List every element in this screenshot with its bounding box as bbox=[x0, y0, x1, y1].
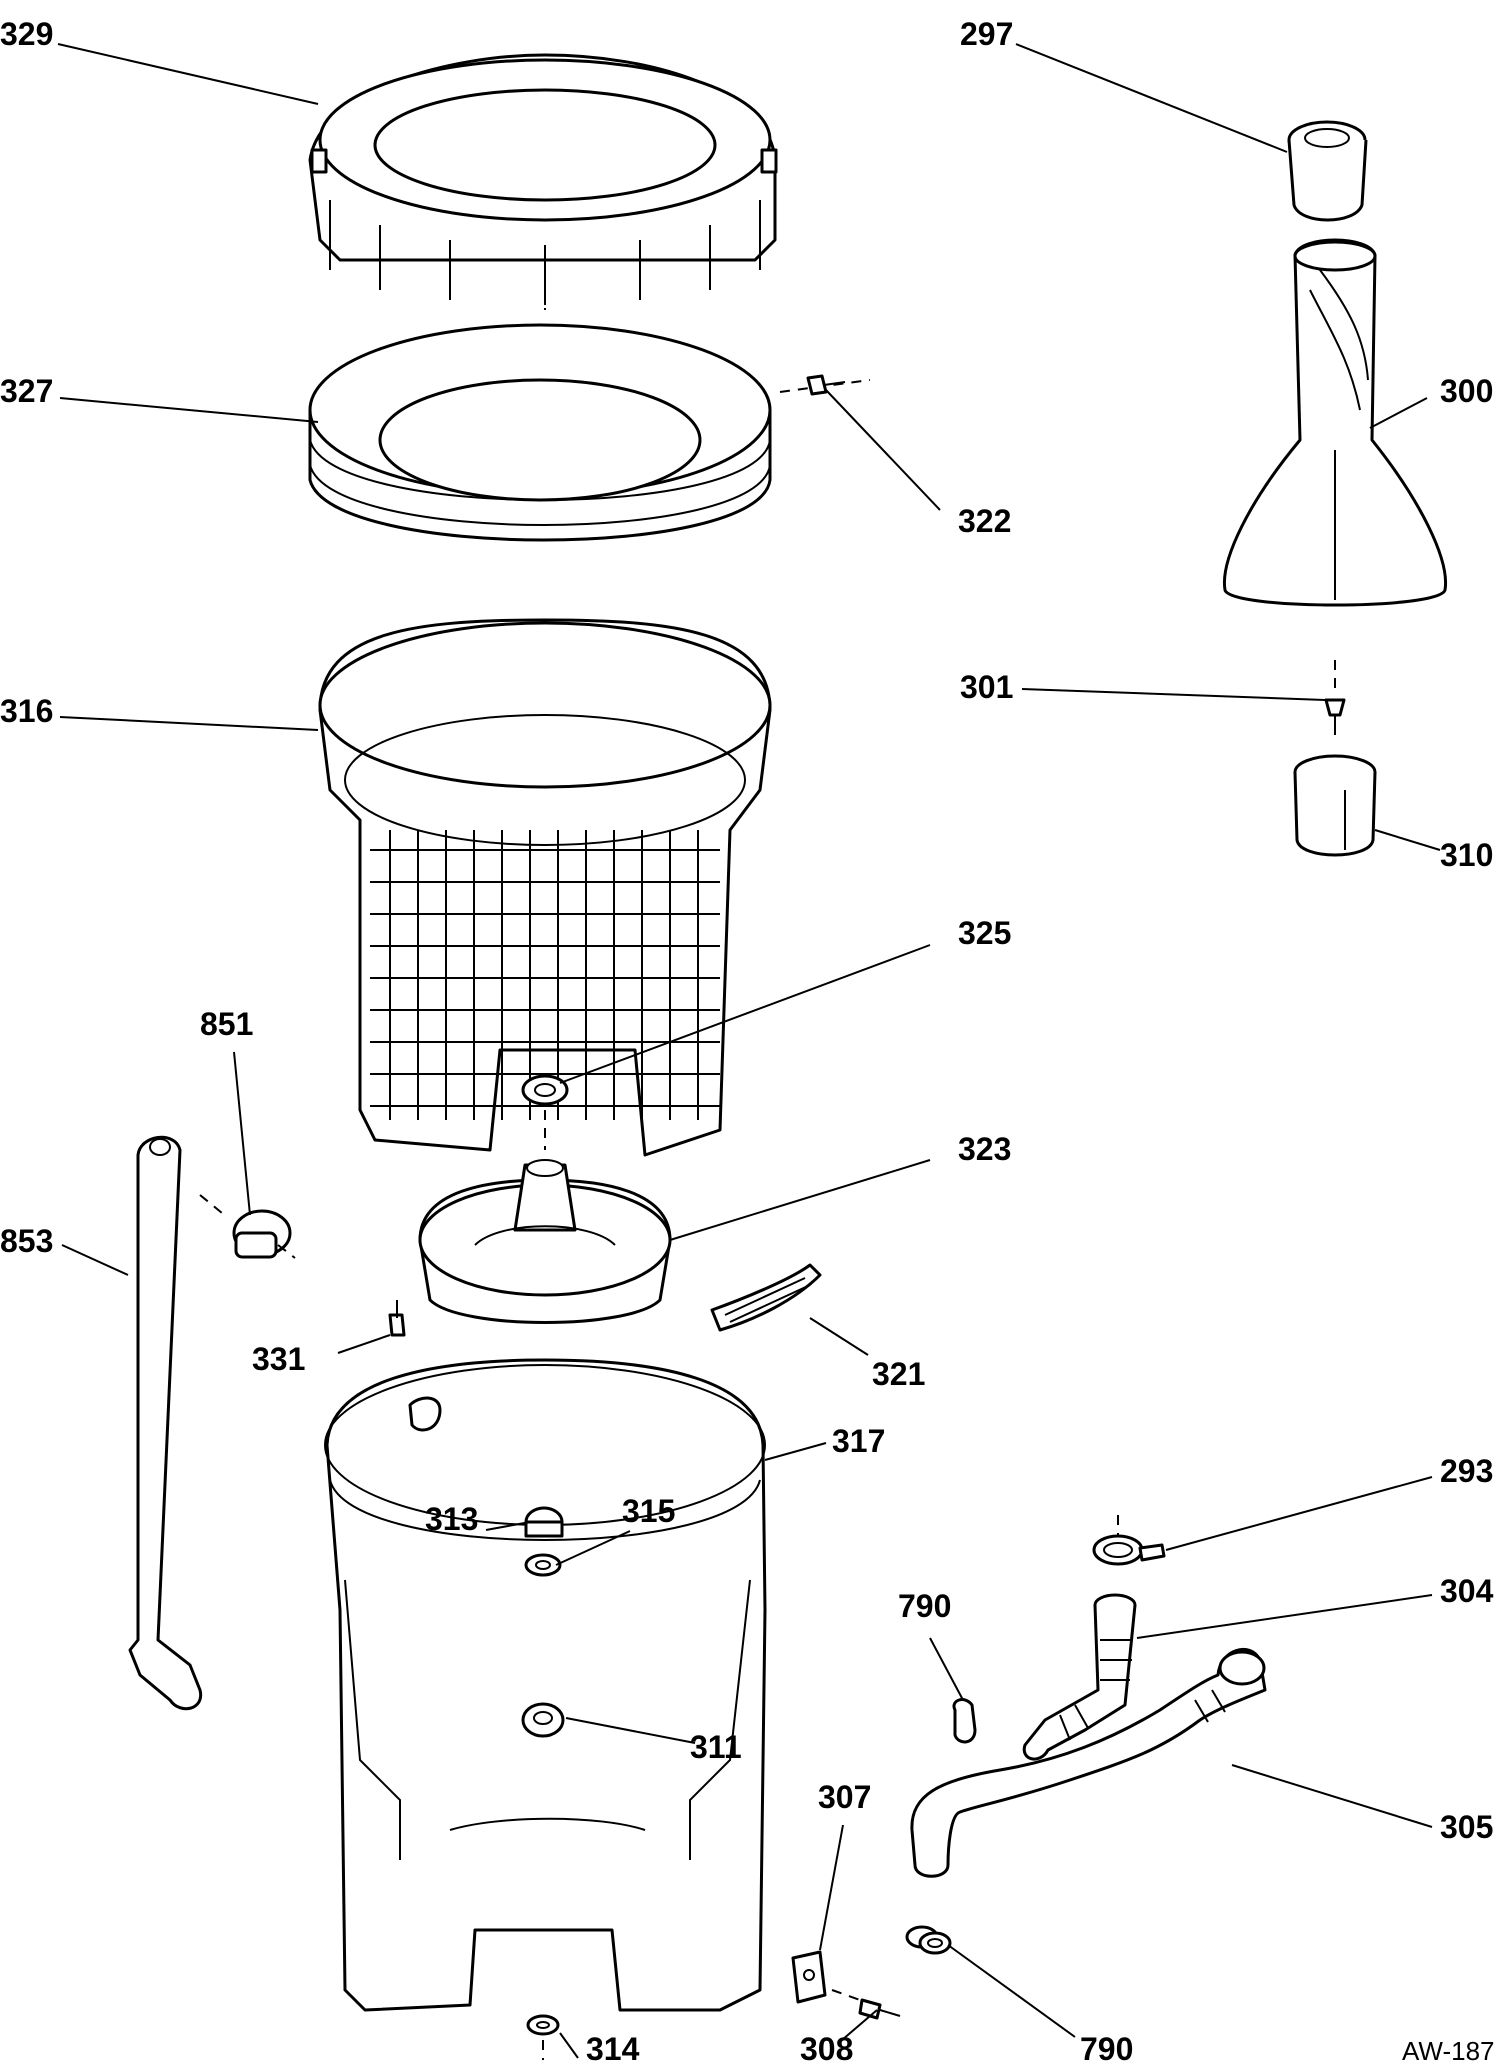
label-315: 315 bbox=[622, 1493, 675, 1529]
label-853: 853 bbox=[0, 1223, 53, 1259]
label-331: 331 bbox=[252, 1341, 305, 1377]
part-314-washer bbox=[526, 2014, 560, 2060]
part-304-drain-hose bbox=[1022, 1593, 1137, 1761]
label-327: 327 bbox=[0, 373, 53, 409]
label-317: 317 bbox=[832, 1423, 885, 1459]
part-331-screw bbox=[388, 1300, 406, 1337]
label-300: 300 bbox=[1440, 373, 1493, 409]
part-307-bracket bbox=[791, 1950, 827, 2004]
part-317-outer-tub bbox=[324, 1358, 767, 2012]
label-316: 316 bbox=[0, 693, 53, 729]
label-297: 297 bbox=[960, 16, 1013, 52]
part-301-bolt bbox=[1324, 660, 1346, 735]
label-301: 301 bbox=[960, 669, 1013, 705]
leader-lines bbox=[57, 43, 1441, 2059]
label-321: 321 bbox=[872, 1356, 925, 1392]
part-323-basket-hub bbox=[418, 1159, 672, 1324]
part-329-tub-cover bbox=[308, 53, 778, 305]
label-323: 323 bbox=[958, 1131, 1011, 1167]
part-321-lint-filter bbox=[710, 1263, 822, 1332]
label-322: 322 bbox=[958, 503, 1011, 539]
part-310-coupling bbox=[1293, 754, 1377, 857]
part-293-hose-clamp bbox=[1092, 1515, 1166, 1566]
part-790-hose-clip-upper bbox=[952, 1698, 977, 1744]
label-305: 305 bbox=[1440, 1809, 1493, 1845]
part-322-screw bbox=[779, 374, 871, 396]
label-325: 325 bbox=[958, 915, 1011, 951]
label-311: 311 bbox=[690, 1729, 742, 1765]
label-304: 304 bbox=[1440, 1573, 1494, 1609]
part-300-agitator bbox=[1222, 238, 1448, 607]
diagram-code: AW-187 bbox=[1402, 2036, 1495, 2065]
part-316-spin-basket bbox=[318, 618, 772, 1157]
label-329: 329 bbox=[0, 16, 53, 52]
part-315-washer bbox=[524, 1553, 562, 1577]
label-293: 293 bbox=[1440, 1453, 1493, 1489]
part-327-balance-ring bbox=[308, 323, 772, 542]
part-325-hub-nut bbox=[521, 1074, 569, 1150]
label-790-upper: 790 bbox=[898, 1588, 951, 1624]
part-851-knob bbox=[199, 1194, 296, 1259]
part-308-screw bbox=[831, 1989, 901, 2020]
label-307: 307 bbox=[818, 1779, 871, 1815]
part-853-support-rod bbox=[128, 1135, 203, 1711]
part-305-pump-hose bbox=[910, 1647, 1267, 1878]
part-313-seal bbox=[524, 1506, 564, 1538]
label-313: 313 bbox=[425, 1501, 478, 1537]
part-311-bearing bbox=[521, 1702, 565, 1738]
label-310: 310 bbox=[1440, 837, 1493, 873]
part-790-hose-clip-lower bbox=[905, 1925, 952, 1955]
label-314: 314 bbox=[586, 2031, 640, 2065]
label-308: 308 bbox=[800, 2031, 853, 2065]
part-297-cap bbox=[1287, 120, 1368, 222]
part-labels: 329 327 316 325 323 321 331 851 853 317 … bbox=[0, 16, 1495, 2065]
label-790-lower: 790 bbox=[1080, 2031, 1133, 2065]
label-851: 851 bbox=[200, 1006, 253, 1042]
